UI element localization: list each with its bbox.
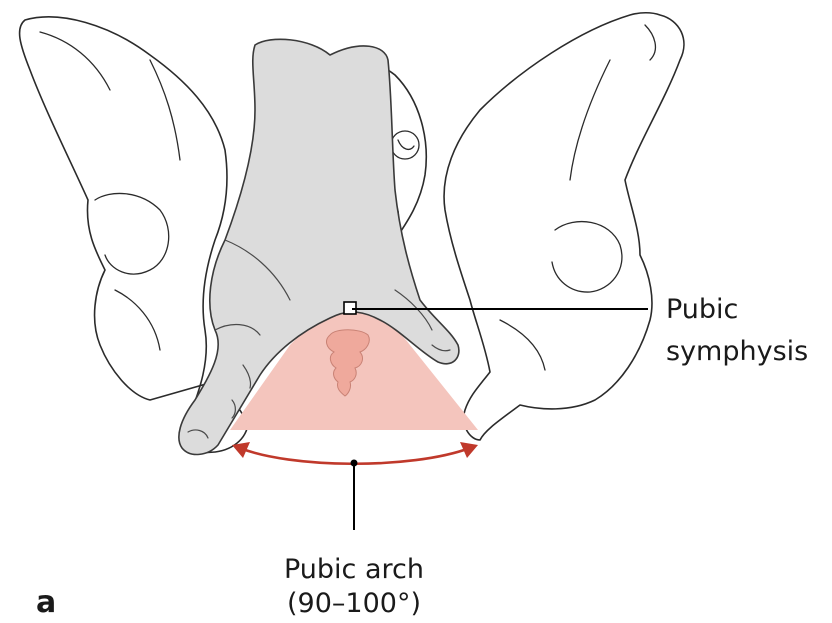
pubic-symphysis-label-line2: symphysis [666,336,808,367]
pubic-symphysis-label-line1: Pubic [666,294,738,325]
pubic-arch-arrow [232,442,478,467]
right-hip-bone [444,13,684,440]
panel-letter: a [36,585,56,620]
pubic-arch-label-line2: (90–100°) [287,588,421,619]
pubic-arch-label-line1: Pubic arch [284,554,424,585]
